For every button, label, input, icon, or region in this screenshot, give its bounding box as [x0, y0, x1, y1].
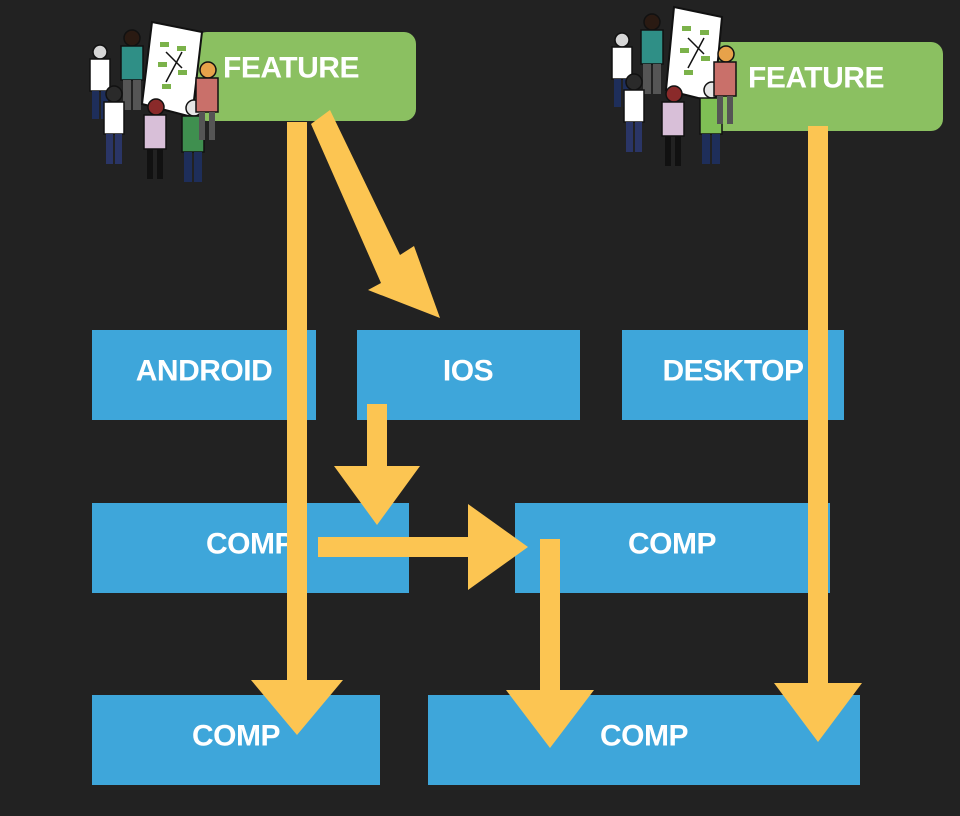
component-box-bottom-right: COMP	[428, 695, 860, 785]
component-label: COMP	[192, 720, 280, 753]
arrow-feature-right-to-comp-bottom-right	[774, 126, 862, 742]
platform-label: IOS	[443, 355, 493, 388]
arrow-comp-left-to-comp-right	[318, 504, 528, 590]
arrows	[251, 110, 862, 748]
feature-box-right: FEATURE	[700, 42, 943, 131]
feature-box-left: FEATURE	[195, 32, 416, 121]
arrow-feature-left-to-ios	[311, 110, 440, 318]
team-with-whiteboard-icon	[89, 20, 219, 182]
arrow-comp-right-down	[506, 539, 594, 748]
platform-box-desktop: DESKTOP	[622, 330, 844, 420]
platform-box-ios: IOS	[357, 330, 580, 420]
platform-label: DESKTOP	[663, 355, 804, 388]
component-label: COMP	[206, 528, 294, 561]
component-box-mid-right: COMP	[515, 503, 830, 593]
component-label: COMP	[600, 720, 688, 753]
component-box-bottom-left: COMP	[92, 695, 380, 785]
platform-box-android: ANDROID	[92, 330, 316, 420]
arrow-feature-left-to-comp-bottom-left	[251, 122, 343, 735]
feature-label: FEATURE	[223, 52, 359, 85]
team-with-whiteboard-icon	[611, 5, 737, 166]
component-label: COMP	[628, 528, 716, 561]
platform-label: ANDROID	[136, 355, 273, 388]
arrow-ios-down	[334, 404, 420, 525]
feature-label: FEATURE	[748, 62, 884, 95]
